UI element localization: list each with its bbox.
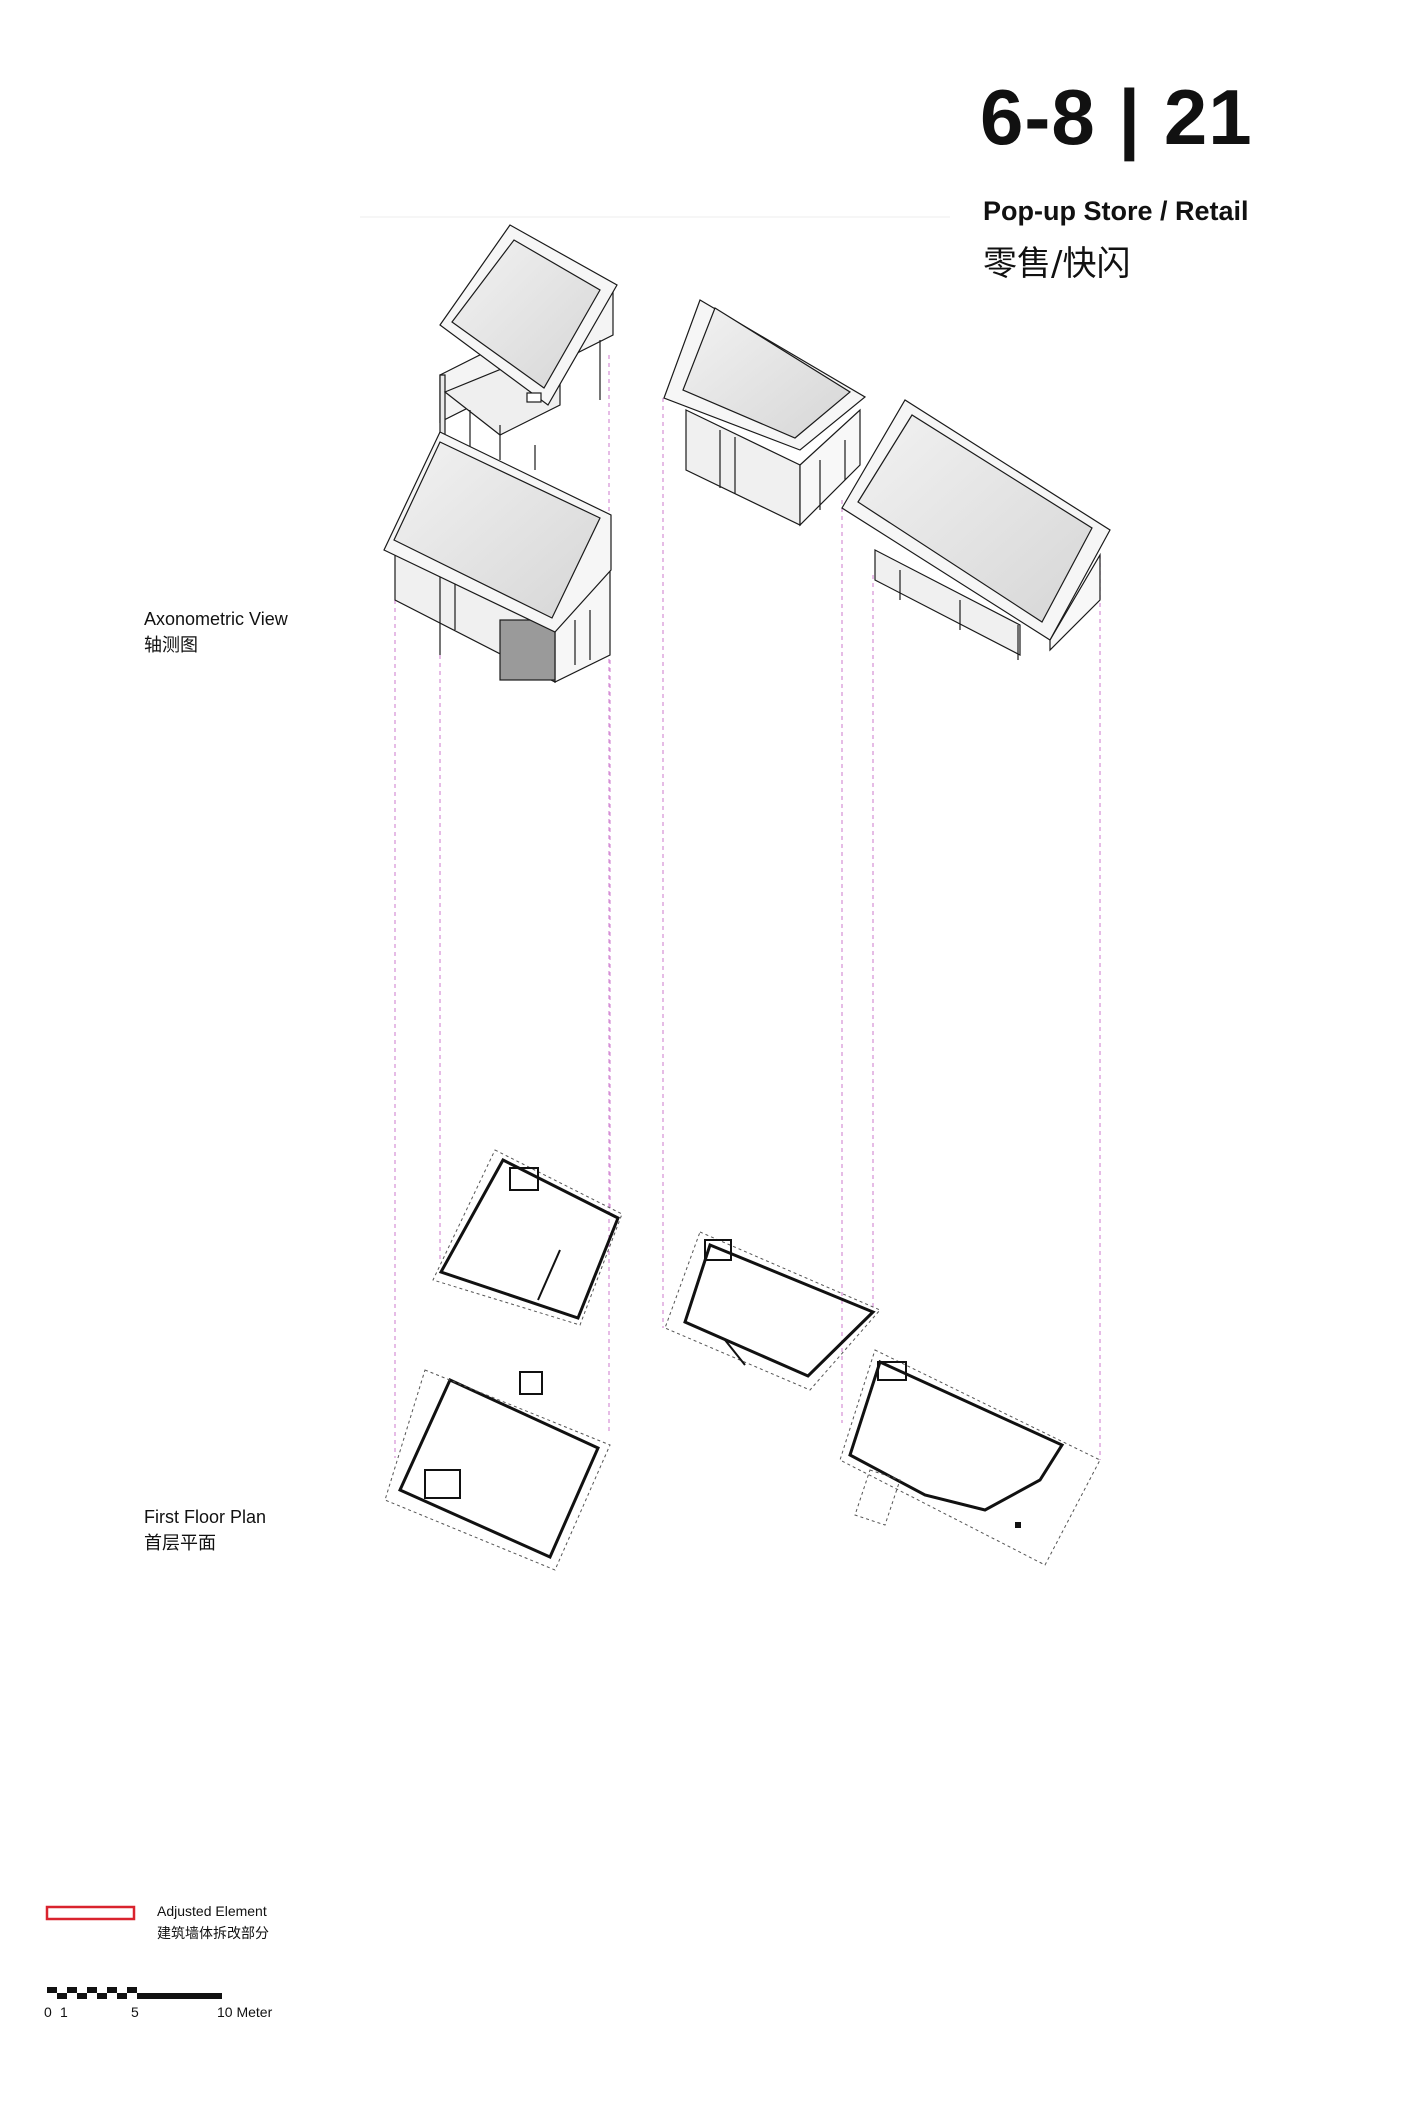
scale-tick-1: 1: [60, 2004, 68, 2020]
axonometric-view-label: Axonometric View 轴测图: [144, 606, 288, 658]
axonometric-label-zh: 轴测图: [144, 635, 198, 655]
legend-label: Adjusted Element 建筑墙体拆改部分: [157, 1900, 269, 1944]
building-d-axonometric: [841, 399, 1111, 660]
legend-swatch: [45, 1905, 136, 1921]
building-b-axonometric: [383, 431, 612, 683]
building-a-axonometric: [439, 224, 618, 470]
sheet-number: 6-8 | 21: [980, 73, 1253, 161]
scale-tick-10: 10 Meter: [217, 2004, 273, 2020]
subtitle-english: Pop-up Store / Retail: [983, 196, 1249, 226]
floor-plan-d: [839, 1349, 1101, 1566]
floor-plan-label: First Floor Plan 首层平面: [144, 1504, 266, 1556]
floor-plan-b: [664, 1231, 881, 1391]
floor-plan-label-zh: 首层平面: [144, 1533, 216, 1553]
floor-plan-c: [384, 1369, 611, 1571]
legend-label-en: Adjusted Element: [157, 1903, 267, 1919]
building-c-axonometric: [663, 299, 867, 527]
floor-plan-label-en: First Floor Plan: [144, 1507, 267, 1527]
scale-tick-5: 5: [131, 2004, 139, 2020]
scale-tick-0: 0: [44, 2004, 52, 2020]
scale-bar: [47, 1987, 222, 1999]
legend-label-zh: 建筑墙体拆改部分: [157, 1925, 269, 1941]
floor-plan-a: [432, 1149, 623, 1326]
subtitle-chinese: 零售/快闪: [983, 244, 1131, 284]
axonometric-label-en: Axonometric View: [144, 609, 288, 629]
